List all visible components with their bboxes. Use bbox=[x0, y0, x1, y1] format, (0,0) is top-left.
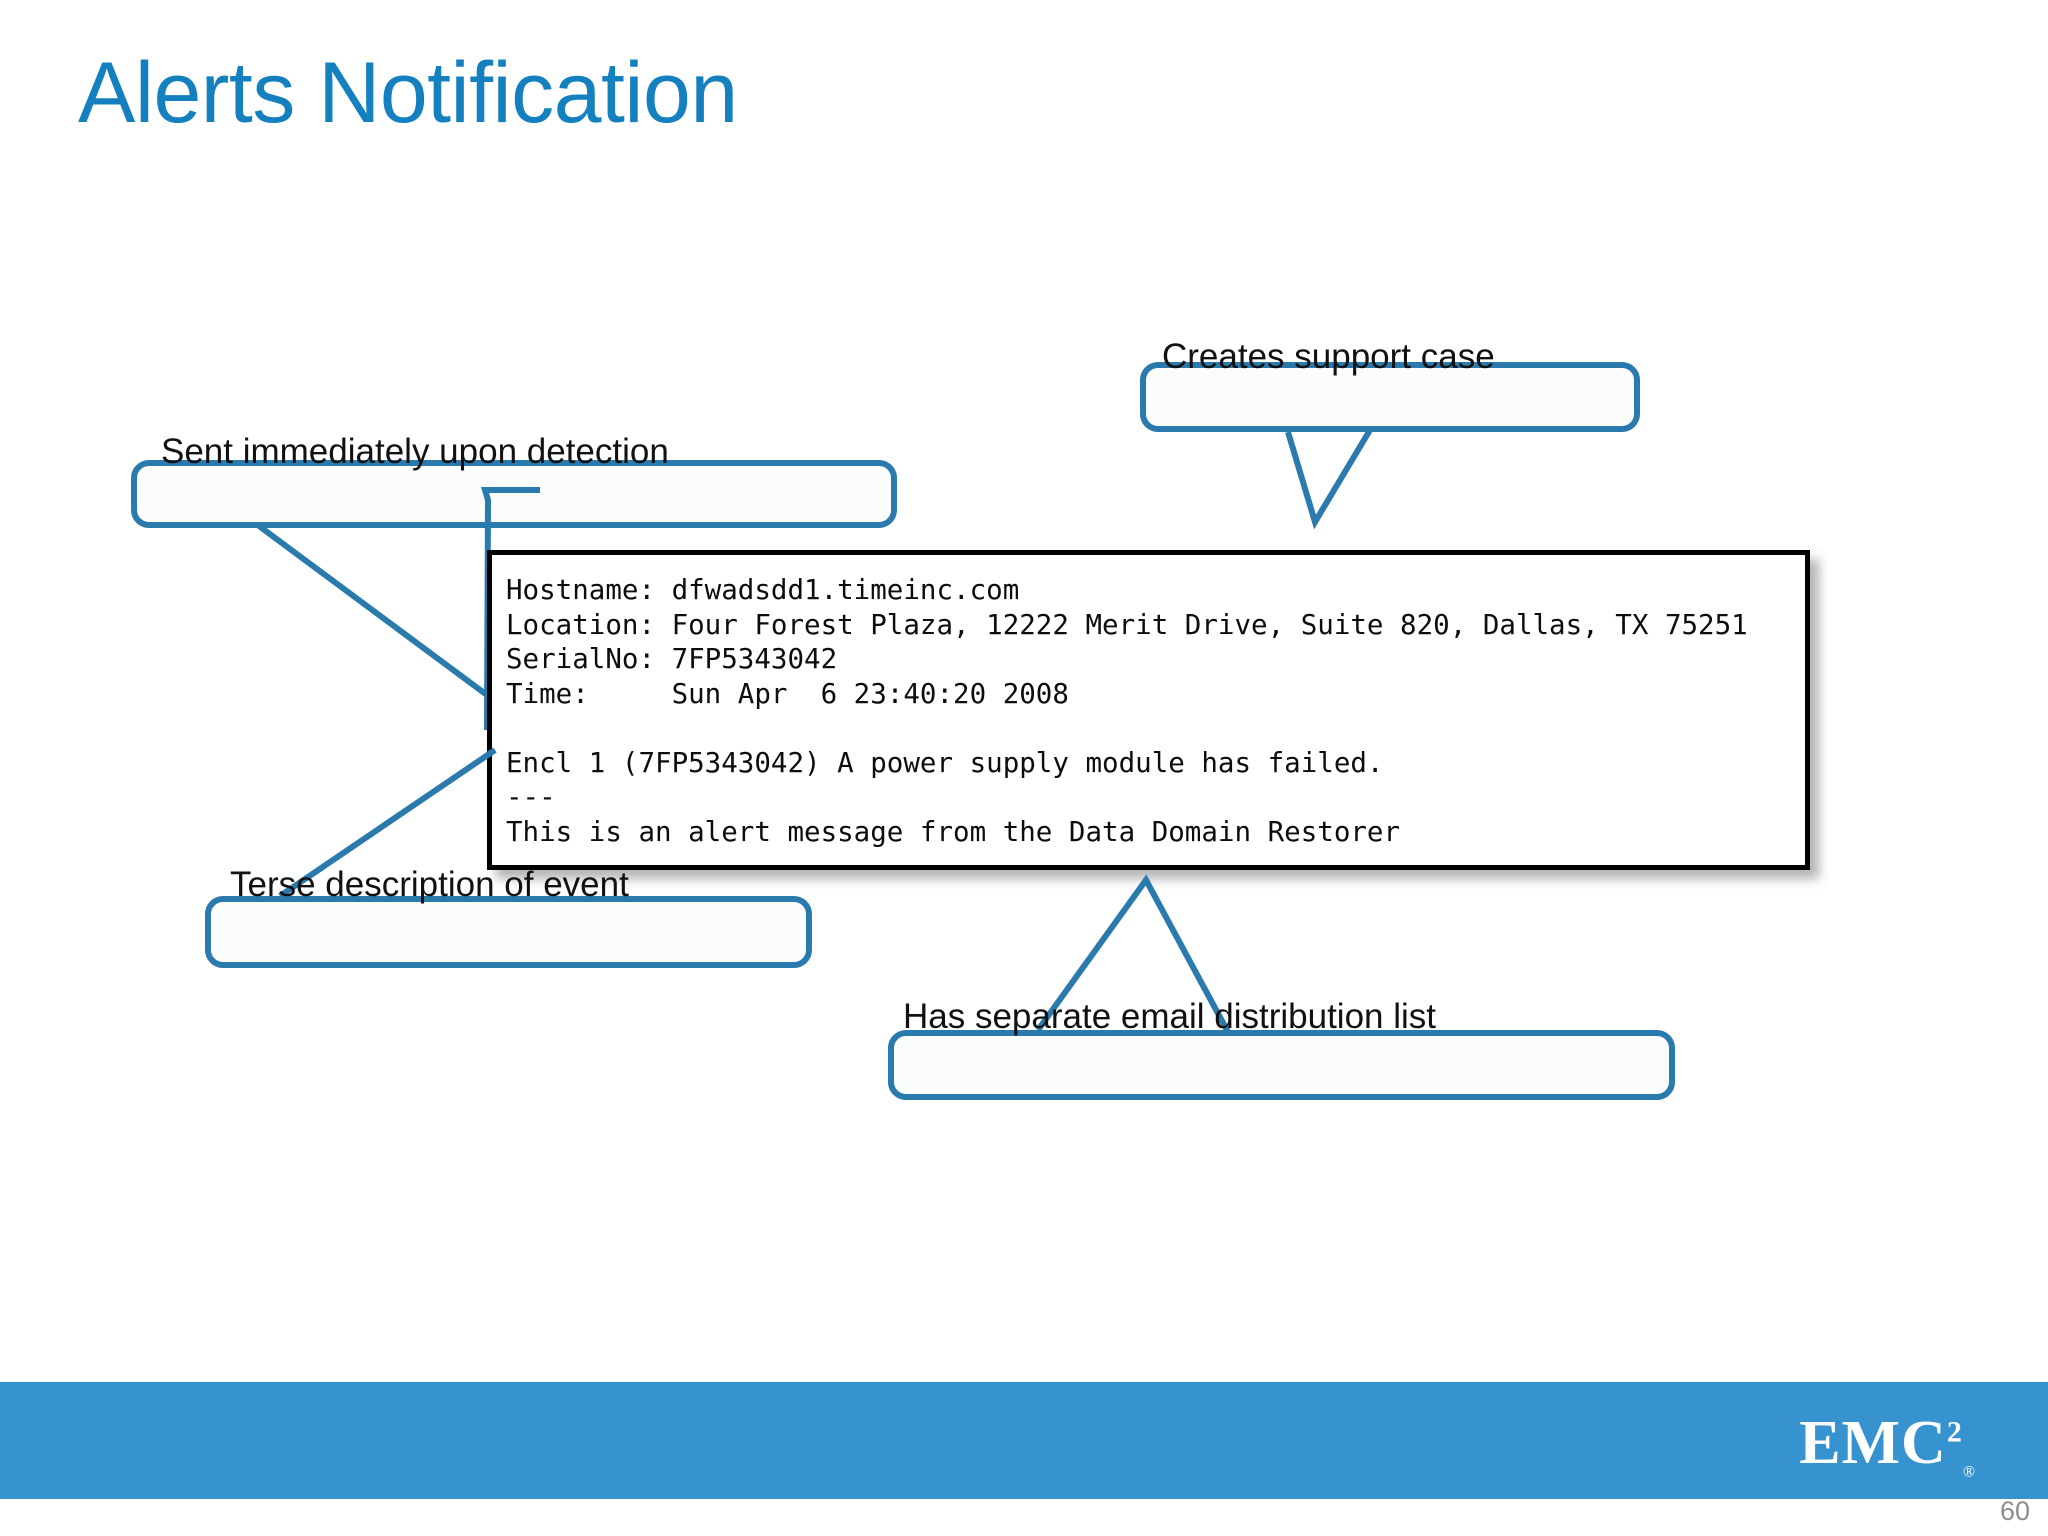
page-number: 60 bbox=[1999, 1496, 2030, 1526]
callout-label-support: Creates support case bbox=[1162, 337, 1495, 376]
callout-bubble-support bbox=[1140, 362, 1640, 432]
emc-logo: EMC2 ® bbox=[1799, 1412, 1976, 1480]
callout-creates-support-case[interactable]: Creates support case bbox=[1140, 338, 1660, 542]
emc-logo-superscript: 2 bbox=[1946, 1415, 1963, 1449]
callout-label-email: Has separate email distribution list bbox=[903, 997, 1437, 1036]
callout-terse-description[interactable]: Terse description of event bbox=[205, 747, 845, 1048]
callout-email-distribution[interactable]: Has separate email distribution list bbox=[888, 874, 1708, 1180]
emc-logo-registered: ® bbox=[1962, 1463, 1976, 1481]
alert-message-text: Hostname: dfwadsdd1.timeinc.com Location… bbox=[506, 574, 1748, 848]
callout-label-terse: Terse description of event bbox=[230, 865, 629, 904]
callout-bubble-terse bbox=[205, 896, 812, 968]
callout-sent-immediately[interactable]: Sent immediately upon detection bbox=[131, 433, 901, 712]
callout-label-sent: Sent immediately upon detection bbox=[161, 432, 669, 471]
callout-bubble-sent bbox=[131, 460, 897, 528]
emc-logo-text: EMC bbox=[1799, 1409, 1947, 1477]
page-title: Alerts Notification bbox=[78, 45, 738, 141]
footer-band bbox=[0, 1382, 2048, 1499]
callout-bubble-email bbox=[888, 1030, 1675, 1100]
alert-message-box: Hostname: dfwadsdd1.timeinc.com Location… bbox=[487, 550, 1810, 870]
